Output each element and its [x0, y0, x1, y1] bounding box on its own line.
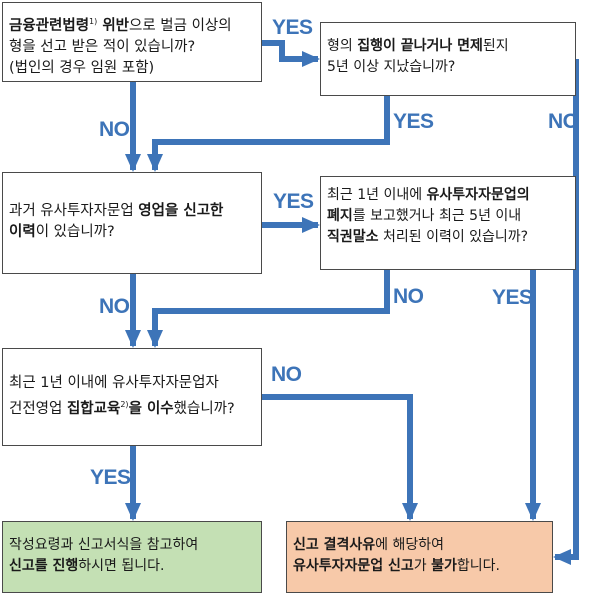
text-disqualification: 신고 결격사유	[293, 537, 376, 553]
label-q4-yes: YES	[492, 286, 533, 309]
question-training-completed: 최근 1년 이내에 유사투자자문업자 건전영업 집합교육2)을 이수했습니까?	[2, 348, 262, 446]
arrow-q2-no-to-ng	[553, 59, 579, 565]
text-cancellation: 직권말소	[327, 229, 379, 245]
text-since: 된지	[482, 38, 509, 54]
text-sentenced: 형을 선고 받은 적이 있습니까?	[9, 38, 196, 55]
text-refer-guide: 작성요령과 신고서식을 참고하여	[9, 537, 199, 553]
label-q2-no: NO	[548, 110, 579, 133]
text-closure: 폐지	[327, 208, 353, 224]
text-advisory-registration: 유사투자자문업 신고	[293, 558, 414, 574]
label-q3-no: NO	[99, 295, 130, 318]
label-q1-no: NO	[99, 118, 130, 141]
text-reported-or: 를 보고했거나 최근 5년 이내	[352, 208, 522, 224]
question-sentence-completed: 형의 집행이 끝나거나 면제된지 5년 이상 지났습니까?	[320, 22, 576, 96]
text-processed-history: 처리된 이력이 있습니까?	[378, 229, 529, 245]
text-history: 이력	[9, 224, 36, 240]
label-q4-no: NO	[393, 285, 424, 308]
question-law-violation: 금융관련법령1) 위반으로 벌금 이상의 형을 선고 받은 적이 있습니까? (…	[2, 2, 262, 82]
result-ineligible: 신고 결격사유에 해당하여 유사투자자문업 신고가 불가합니다.	[286, 521, 553, 593]
text-advisory-business: 유사투자자문업의	[426, 187, 530, 203]
text-corporate-officers: (법인의 경우 임원 포함)	[9, 59, 155, 76]
label-q3-yes: YES	[273, 190, 314, 213]
text-group-training: 집합교육	[66, 400, 121, 417]
question-prior-registration: 과거 유사투자자문업 영업을 신고한 이력이 있습니까?	[2, 172, 262, 274]
text-within-one-year-operator: 최근 1년 이내에 유사투자자문업자	[9, 375, 219, 391]
text-is: 합니다.	[456, 558, 500, 574]
label-q5-yes: YES	[90, 466, 131, 489]
text-five-years: 5년 이상 지났습니까?	[327, 59, 456, 75]
text-business-registered: 영업을 신고한	[138, 203, 224, 219]
text-applies: 에 해당하여	[375, 537, 445, 553]
label-q2-yes: YES	[393, 110, 434, 133]
text-did-you: 했습니까?	[173, 400, 235, 417]
result-proceed: 작성요령과 신고서식을 참고하여 신고를 진행하시면 됩니다.	[2, 521, 262, 593]
text-you-may: 하시면 됩니다.	[78, 558, 165, 574]
label-q5-no: NO	[271, 363, 302, 386]
text-sentence: 형의	[327, 38, 358, 54]
text-financial-laws: 금융관련법령	[9, 17, 90, 34]
text-fine-or-more: 으로 벌금 이상의	[129, 17, 232, 34]
text-violation: 위반	[97, 17, 129, 34]
text-exists: 이 있습니까?	[35, 224, 115, 240]
arrow-q4-no-to-q5	[147, 270, 390, 348]
question-closure-history: 최근 1년 이내에 유사투자자문업의 폐지를 보고했거나 최근 5년 이내 직권…	[320, 176, 576, 270]
text-past-advisory: 과거 유사투자자문업	[9, 203, 139, 219]
text-particle: 가	[413, 558, 432, 574]
text-execution-ended: 집행이 끝나거나 면제	[357, 38, 483, 54]
footnote-2: 2)	[120, 400, 129, 409]
text-impossible: 불가	[431, 558, 457, 574]
arrow-q1-yes-to-q2	[262, 40, 320, 67]
footnote-1: 1)	[89, 17, 98, 26]
text-proceed-registration: 신고를 진행	[9, 558, 79, 574]
arrow-q2-yes-to-q3	[147, 96, 390, 172]
text-sound-business: 건전영업	[9, 400, 67, 417]
text-within-one-year: 최근 1년 이내에	[327, 187, 427, 203]
label-q1-yes: YES	[272, 16, 313, 39]
arrow-q5-no-to-ng	[262, 394, 418, 521]
text-completed: 을 이수	[128, 400, 174, 417]
